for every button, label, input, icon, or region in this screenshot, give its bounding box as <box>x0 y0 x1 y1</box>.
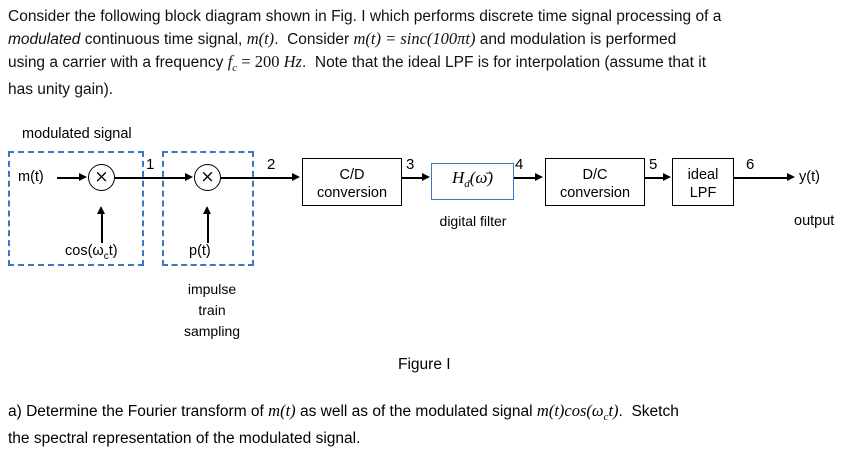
arrowhead-output <box>787 173 795 181</box>
problem-line-3-a: using a carrier with a frequency <box>8 54 228 71</box>
wire-pt-to-mult2 <box>207 213 209 243</box>
block-dc-line2: conversion <box>559 185 631 201</box>
carrier-label-subscript: c <box>103 250 109 262</box>
math-sinc-expression: m(t) = sinc(100πt) <box>353 29 476 48</box>
part-a-math-modulated-end: t) <box>608 401 619 420</box>
part-a-line-1-c: . Sketch <box>618 403 679 420</box>
impulse-train-caption-line2: train <box>198 302 226 318</box>
problem-line-2-b: continuous time signal, <box>80 31 247 48</box>
arrowhead-filter <box>422 173 430 181</box>
part-a-math-subscript: c <box>603 411 609 424</box>
block-digital-filter: Hd(ω̄) <box>431 163 514 200</box>
digital-filter-caption: digital filter <box>439 213 507 229</box>
problem-line-3: using a carrier with a frequency fc = 20… <box>8 51 853 79</box>
part-a-math-m: m(t) <box>268 401 296 420</box>
impulse-train-caption-line1: impulse <box>187 281 237 297</box>
question-part-a: a) Determine the Fourier transform of m(… <box>8 400 853 450</box>
figure-caption: Figure I <box>398 356 451 373</box>
multiply-icon-2: × <box>200 167 215 187</box>
problem-statement: Consider the following block diagram sho… <box>8 6 853 101</box>
block-lpf-line2: LPF <box>689 185 717 201</box>
node-number-6: 6 <box>746 156 755 173</box>
problem-line-3-c: . Note that the ideal LPF is for interpo… <box>301 54 707 71</box>
math-fc-value: = 200 <box>237 52 284 71</box>
emph-modulated: modulated <box>8 31 81 48</box>
wire-input-to-mult1 <box>57 177 81 179</box>
arrowhead-dc <box>535 173 543 181</box>
part-a-math-modulated: m(t)cos(ω <box>536 401 604 420</box>
filter-symbol-arg: (ω̄) <box>469 168 494 187</box>
node-number-3: 3 <box>406 156 415 173</box>
wire-lpf-to-output <box>734 177 790 179</box>
part-a-line-1: a) Determine the Fourier transform of m(… <box>8 400 853 428</box>
arrowhead-input-mult1 <box>79 173 87 181</box>
arrowhead-cd <box>292 173 300 181</box>
arrowhead-mult2 <box>185 173 193 181</box>
math-fc: f <box>227 52 233 71</box>
problem-line-2: modulated continuous time signal, m(t). … <box>8 28 853 51</box>
math-fc-subscript: c <box>232 62 238 75</box>
multiplier-carrier: × <box>88 164 115 191</box>
impulse-train-caption-line3: sampling <box>183 323 241 339</box>
carrier-label: cos(ωct) <box>65 243 118 262</box>
node-number-2: 2 <box>267 156 276 173</box>
math-m-of-t: m(t) <box>246 29 275 48</box>
output-caption: output <box>794 213 835 229</box>
modulated-signal-label: modulated signal <box>22 126 132 142</box>
wire-dc-to-lpf <box>645 177 665 179</box>
part-a-line-1-a: a) Determine the Fourier transform of <box>8 403 269 420</box>
wire-filter-to-dc <box>514 177 536 179</box>
wire-carrier-to-mult1 <box>101 213 103 243</box>
input-signal-label: m(t) <box>18 169 44 185</box>
block-lpf-line1: ideal <box>687 167 719 183</box>
wire-mult1-to-mult2 <box>115 177 187 179</box>
block-dc-conversion: D/C conversion <box>545 158 645 206</box>
problem-line-1: Consider the following block diagram sho… <box>8 8 722 25</box>
part-a-line-1-b: as well as of the modulated signal <box>295 403 537 420</box>
filter-symbol-h: H <box>451 168 465 187</box>
node-number-5: 5 <box>649 156 658 173</box>
block-cd-line2: conversion <box>316 185 388 201</box>
sampling-group-box <box>162 151 254 266</box>
block-cd-line1: C/D <box>339 167 365 183</box>
arrowhead-carrier <box>97 206 105 214</box>
node-number-1: 1 <box>146 156 155 173</box>
arrowhead-pt <box>203 206 211 214</box>
pulse-train-label: p(t) <box>189 243 211 259</box>
problem-line-2-e: and modulation is performed <box>475 31 677 48</box>
block-diagram: modulated signal m(t) × cos(ωct) 1 × p(t… <box>0 118 861 373</box>
block-dc-line1: D/C <box>582 167 608 183</box>
block-ideal-lpf: ideal LPF <box>672 158 734 206</box>
filter-symbol-subscript: d <box>464 177 470 190</box>
block-cd-conversion: C/D conversion <box>302 158 402 206</box>
math-hz-unit: Hz <box>283 52 302 71</box>
wire-cd-to-filter <box>402 177 424 179</box>
wire-mult2-to-cd <box>221 177 293 179</box>
node-number-4: 4 <box>515 156 524 173</box>
problem-line-4: has unity gain). <box>8 81 114 99</box>
arrowhead-lpf <box>663 173 671 181</box>
modulation-group-box <box>8 151 144 266</box>
output-signal-label: y(t) <box>799 169 820 185</box>
multiply-icon: × <box>94 167 109 187</box>
problem-line-2-c: . Consider <box>274 31 354 48</box>
multiplier-sampler: × <box>194 164 221 191</box>
part-a-line-2: the spectral representation of the modul… <box>8 430 361 448</box>
